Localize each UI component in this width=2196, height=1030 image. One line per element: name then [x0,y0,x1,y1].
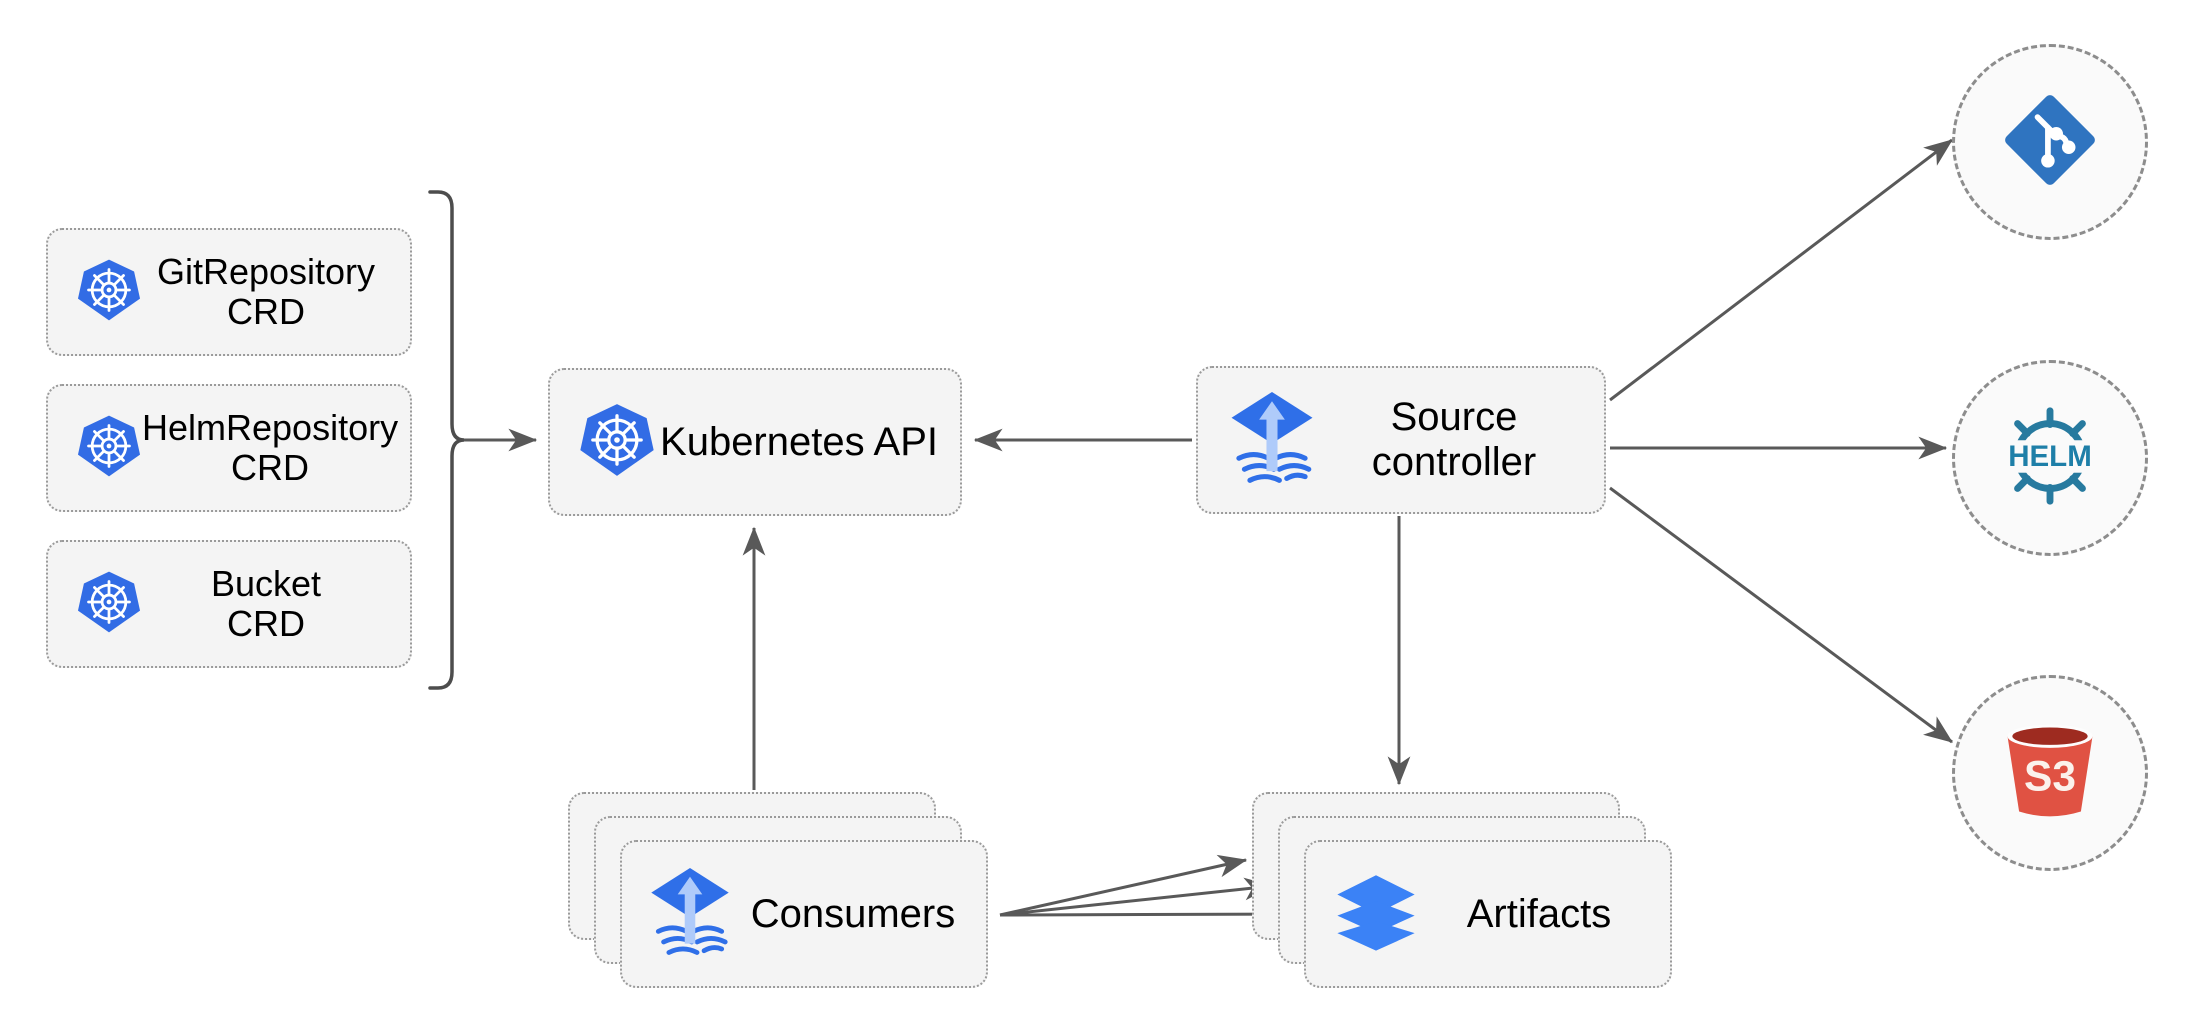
edge-source-controller-to-s3 [1609,486,1953,744]
flux-source-controller-icon [1226,386,1318,495]
source-controller-label: Source controller [1371,395,1537,484]
consumers-node[interactable]: Consumers [620,840,988,988]
helmrepository-crd-node[interactable]: HelmRepository CRD [46,384,412,512]
artifacts-label: Artifacts [1466,891,1612,936]
s3-wordmark: S3 [2024,753,2076,800]
helm-wordmark: HELM [2008,439,2092,472]
consumers-label: Consumers [750,891,956,936]
bucket-crd-label: Bucket CRD [210,562,322,644]
artifacts-node[interactable]: Artifacts [1304,840,1672,988]
kubernetes-icon [76,569,142,640]
edge-source-controller-to-git [1609,138,1953,402]
kubernetes-icon [76,413,142,484]
bucket-crd-node[interactable]: Bucket CRD [46,540,412,668]
helm-provider-node[interactable]: HELM [1952,360,2148,556]
flux-source-controller-icon [646,862,734,967]
git-provider-node[interactable] [1952,44,2148,240]
edge-consumers-to-artifacts-1 [999,854,1248,917]
source-controller-node[interactable]: Source controller [1196,366,1606,514]
kubernetes-icon [578,401,656,484]
s3-provider-node[interactable]: S3 [1952,675,2148,871]
crd-group-brace [428,190,465,690]
layers-icon [1330,866,1422,963]
gitrepository-crd-node[interactable]: GitRepository CRD [46,228,412,356]
helm-icon: HELM [1991,397,2109,520]
helmrepository-crd-label: HelmRepository CRD [142,406,399,488]
s3-bucket-icon: S3 [1992,715,2108,832]
kubernetes-api-node[interactable]: Kubernetes API [548,368,962,516]
edge-consumers-to-artifacts-2 [999,877,1274,917]
git-icon [1998,88,2102,197]
gitrepository-crd-label: GitRepository CRD [156,250,376,332]
kubernetes-icon [76,257,142,328]
kubernetes-api-label: Kubernetes API [660,419,938,464]
